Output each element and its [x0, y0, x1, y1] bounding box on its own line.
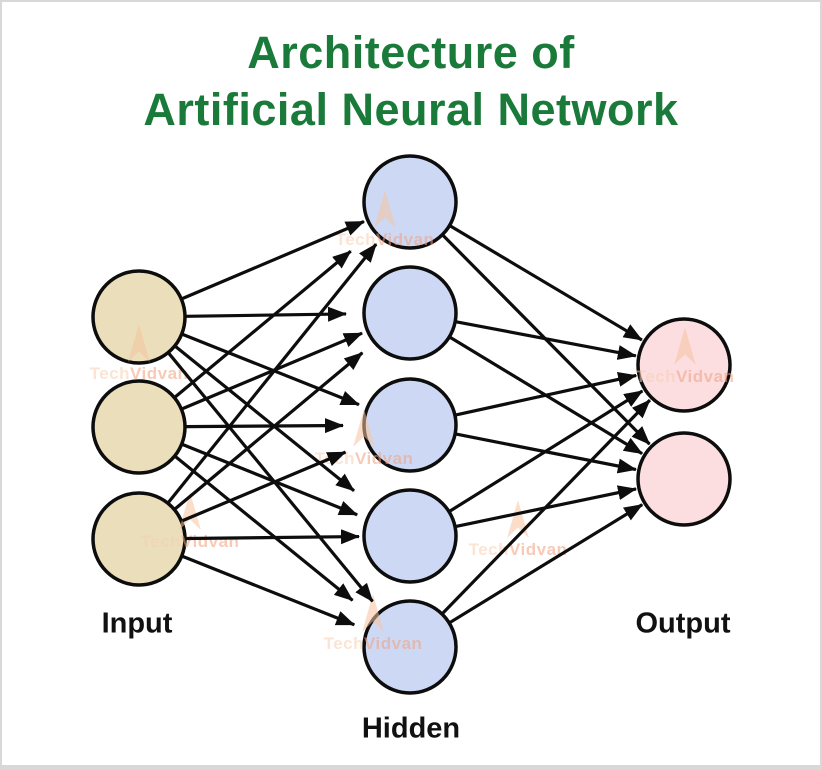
- output-node-1: [636, 317, 732, 413]
- hidden-node-5: [362, 599, 458, 695]
- title-line-2: Artificial Neural Network: [143, 84, 679, 135]
- output-node-2: [636, 431, 732, 527]
- title-line-1: Architecture of: [247, 27, 575, 78]
- input-node-1: [91, 269, 187, 365]
- hidden-node-4: [362, 488, 458, 584]
- hidden-node-1: [362, 154, 458, 250]
- hidden-node-2: [362, 265, 458, 361]
- hidden-node-3: [362, 377, 458, 473]
- figure-title: Architecture of Artificial Neural Networ…: [2, 24, 820, 138]
- input-node-3: [91, 491, 187, 587]
- input-node-2: [91, 379, 187, 475]
